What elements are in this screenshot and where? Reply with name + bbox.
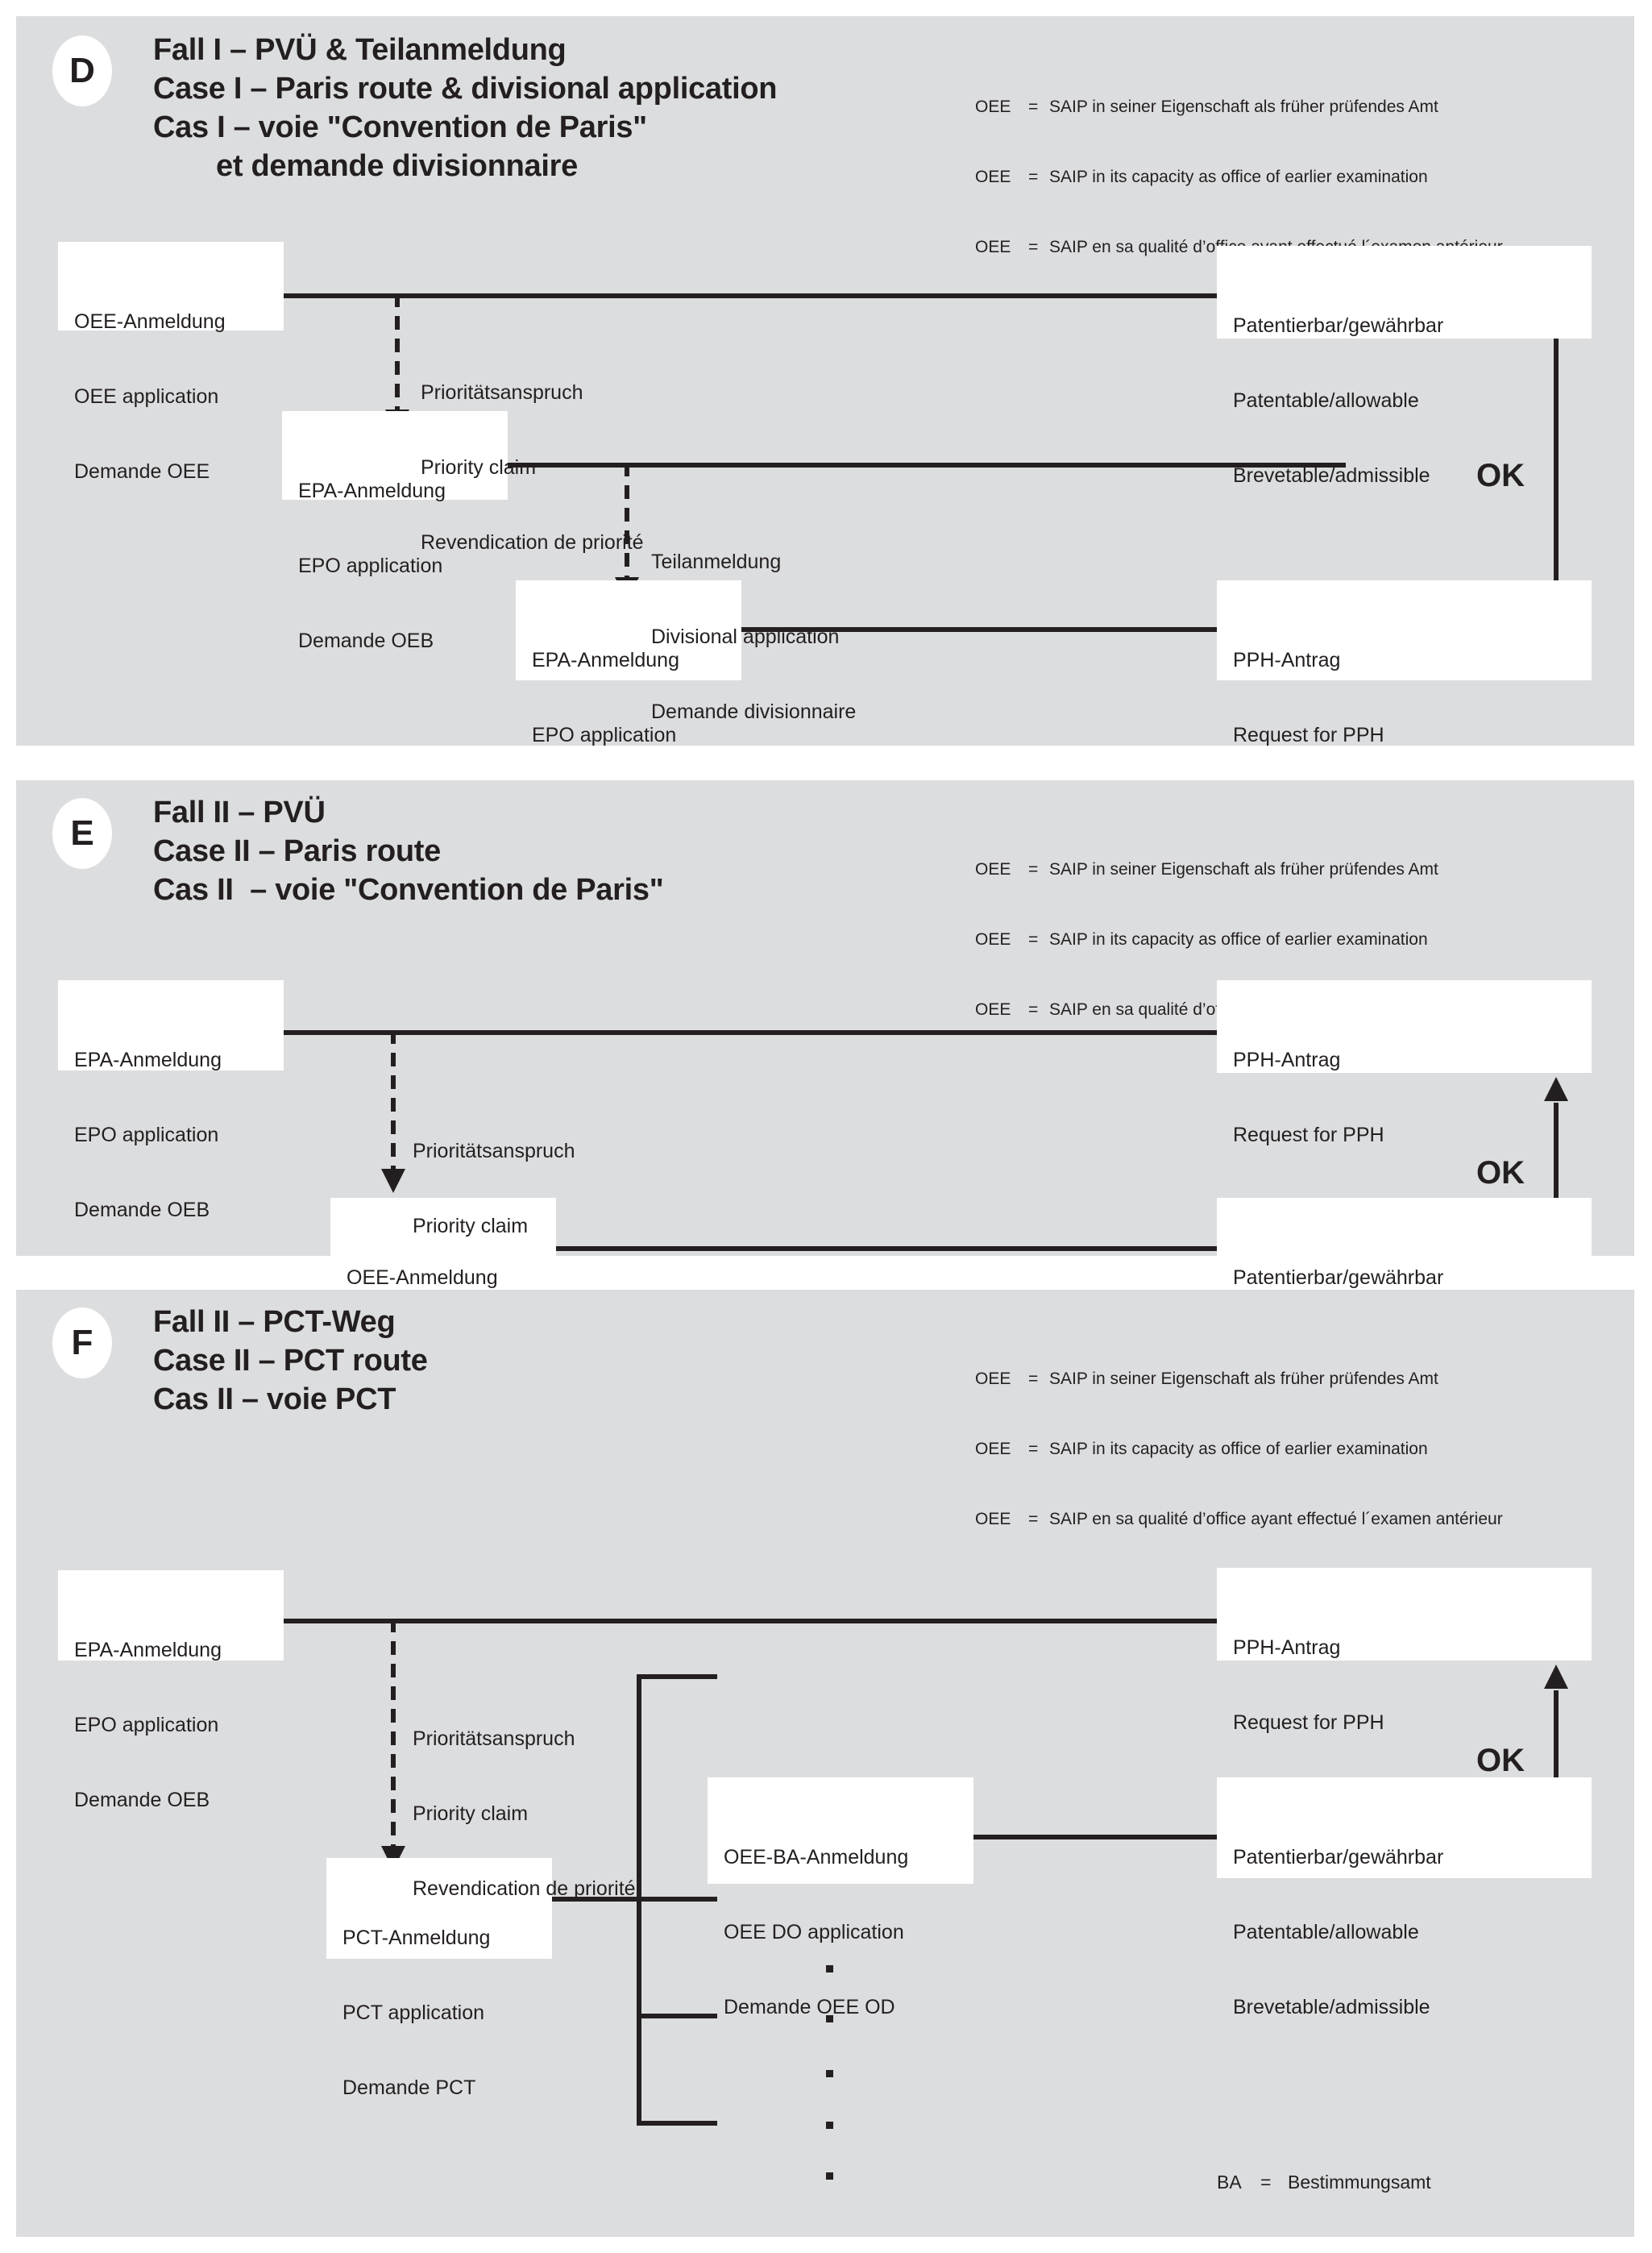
ok-arrow-shaft-case-2-paris (1554, 1103, 1559, 1252)
edge-epo-to-pph (282, 1619, 1217, 1623)
node-patentable[interactable]: Patentierbar/gewährbar Patentable/allowa… (1217, 1777, 1592, 2018)
node-epo-divisional-application[interactable]: EPA-Anmeldung EPO application Demande OE… (516, 580, 741, 821)
edge-oee-to-patentable (282, 293, 1217, 298)
ok-arrow-shaft-case-2-pct (1554, 1690, 1559, 1839)
title-line-fr: Cas I – voie "Convention de Paris" (153, 110, 647, 144)
legend-ba-do-od: BA=Bestimmungsamt DO=designated Office O… (1217, 2116, 1432, 2253)
panel-case-2-pct: F Fall II – PCT-Weg Case II – PCT route … (16, 1290, 1634, 2253)
edge-oee-to-patentable (532, 1246, 1217, 1251)
edge-divisional-to-pph (741, 627, 1225, 632)
panel-title-case-2-pct: Fall II – PCT-Weg Case II – PCT route Ca… (153, 1303, 428, 1419)
node-epo-application[interactable]: EPA-Anmeldung EPO application Demande OE… (58, 980, 284, 1221)
edge-epo-to-right (508, 463, 1346, 468)
ellipsis-dot (826, 2015, 833, 2022)
panel-badge-d: D (52, 35, 112, 106)
legend-row: OEE=SAIP in its capacity as office of ea… (975, 930, 1428, 949)
edge-priority-claim-line (391, 1619, 396, 1851)
legend-row: OEE=SAIP en sa qualité d’office ayant ef… (975, 1510, 1503, 1528)
ellipsis-dot (826, 2172, 833, 2180)
legend-row: DO=designated Office (1217, 2249, 1432, 2253)
ok-arrow-head-case-2-paris (1544, 1077, 1568, 1101)
title-line-de: Fall II – PVÜ (153, 796, 326, 829)
branch-stub-3 (637, 2014, 717, 2018)
edge-label-priority-claim: Prioritätsanspruch Priority claim Revend… (421, 381, 644, 554)
legend-row: OEE=SAIP in seiner Eigenschaft als frühe… (975, 860, 1438, 879)
edge-epo-to-pph (282, 1030, 1217, 1035)
branch-stub-4 (637, 2121, 717, 2126)
node-pph-request[interactable]: PPH-Antrag Request for PPH Demande de pa… (1217, 580, 1592, 821)
node-patentable[interactable]: Patentierbar/gewährbar Patentable/allowa… (1217, 246, 1592, 487)
title-line-de: Fall I – PVÜ & Teilanmeldung (153, 33, 567, 67)
panel-badge-e: E (52, 798, 112, 869)
node-oee-do-application[interactable]: OEE-BA-Anmeldung OEE DO application Dema… (708, 1777, 973, 2018)
branch-stub-2 (637, 1897, 717, 1902)
edge-label-divisional: Teilanmeldung Divisional application Dem… (651, 551, 857, 723)
ellipsis-dot (826, 2122, 833, 2129)
ok-arrow-head-case-2-pct (1544, 1665, 1568, 1689)
legend-row: OEE=SAIP in seiner Eigenschaft als frühe… (975, 98, 1438, 116)
title-line-en: Case II – Paris route (153, 834, 441, 868)
legend-oee-case-2-pct: OEE=SAIP in seiner Eigenschaft als frühe… (975, 1320, 1503, 1578)
branch-stub-1 (637, 1674, 717, 1679)
edge-divisional-line (625, 463, 629, 582)
legend-row: OEE=SAIP in its capacity as office of ea… (975, 1440, 1428, 1458)
title-line-fr: Cas II – voie PCT (153, 1382, 396, 1416)
title-line-en: Case II – PCT route (153, 1344, 428, 1378)
node-pct-application[interactable]: PCT-Anmeldung PCT application Demande PC… (326, 1858, 552, 2099)
legend-row: OEE=SAIP in seiner Eigenschaft als frühe… (975, 1370, 1438, 1388)
edge-priority-claim-line (395, 293, 400, 414)
legend-row: OEE=SAIP in its capacity as office of ea… (975, 168, 1428, 186)
edge-label-priority-claim: Prioritätsanspruch Priority claim Revend… (413, 1727, 636, 1900)
panel-case-1: D Fall I – PVÜ & Teilanmeldung Case I – … (16, 16, 1634, 821)
title-line-fr-cont: et demande divisionnaire (216, 149, 578, 183)
edge-oee-do-to-patentable (861, 1835, 1217, 1839)
title-line-de: Fall II – PCT-Weg (153, 1305, 396, 1339)
ok-label-case-2-pct: OK (1476, 1743, 1525, 1778)
panel-case-2-paris: E Fall II – PVÜ Case II – Paris route Ca… (16, 780, 1634, 1439)
ok-arrow-shaft-case-1 (1554, 339, 1559, 588)
ok-label-case-1: OK (1476, 458, 1525, 493)
edge-pct-to-bus (530, 1897, 675, 1902)
node-pph-request[interactable]: PPH-Antrag Request for PPH Demande de pa… (1217, 1568, 1592, 1809)
node-epo-application[interactable]: EPA-Anmeldung EPO application Demande OE… (58, 1570, 284, 1811)
ellipsis-dot (826, 2070, 833, 2077)
edge-priority-claim-line (391, 1030, 396, 1174)
edge-priority-claim-arrowhead (381, 1169, 405, 1193)
ellipsis-dot (826, 1965, 833, 1972)
title-line-en: Case I – Paris route & divisional applic… (153, 72, 778, 106)
node-patentable[interactable]: Patentierbar/gewährbar Patentable/allowa… (1217, 1198, 1592, 1439)
node-oee-application[interactable]: OEE-Anmeldung OEE application Demande OE… (58, 242, 284, 483)
panel-title-case-2-paris: Fall II – PVÜ Case II – Paris route Cas … (153, 793, 664, 909)
node-pph-request[interactable]: PPH-Antrag Request for PPH Demande de pa… (1217, 980, 1592, 1221)
node-epo-application[interactable]: EPA-Anmeldung EPO application Demande OE… (282, 411, 508, 652)
panel-badge-f: F (52, 1307, 112, 1378)
legend-row: BA=Bestimmungsamt (1217, 2172, 1431, 2193)
panel-title-case-1: Fall I – PVÜ & Teilanmeldung Case I – Pa… (153, 31, 777, 185)
ok-label-case-2-paris: OK (1476, 1155, 1525, 1191)
title-line-fr: Cas II – voie "Convention de Paris" (153, 873, 664, 907)
